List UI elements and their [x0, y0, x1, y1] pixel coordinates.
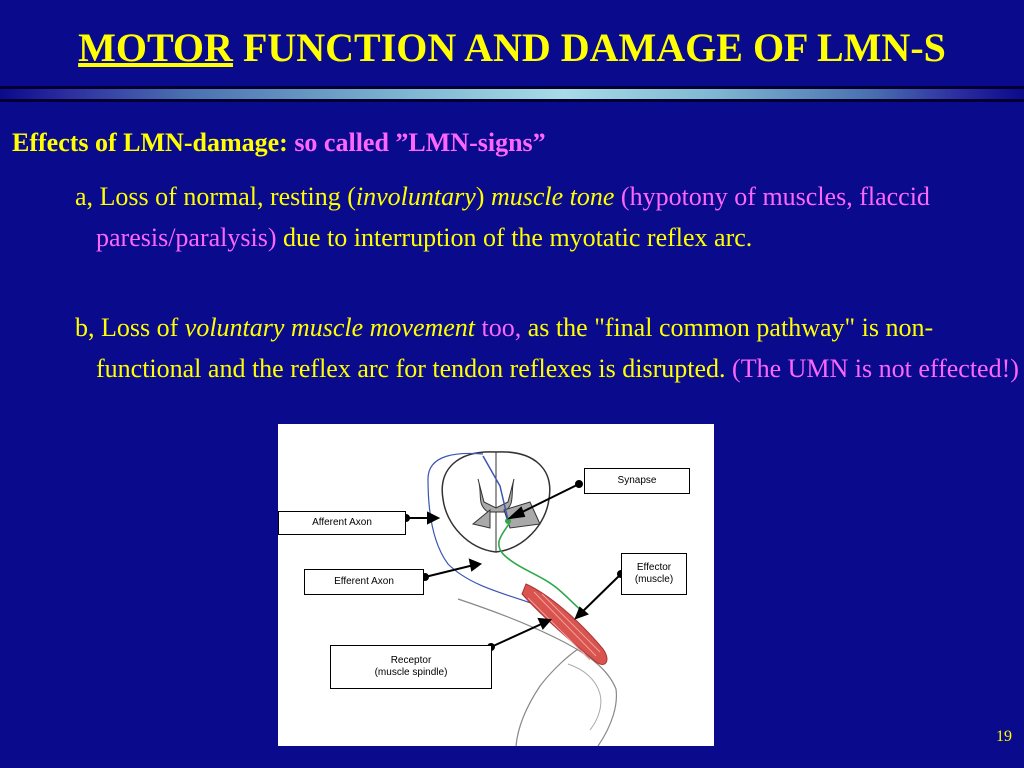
- label-efferent-axon: Efferent Axon: [304, 569, 424, 595]
- ventral-horn-left: [471, 508, 491, 529]
- dorsal-root: [482, 455, 509, 521]
- item-b-text-3: too,: [475, 313, 522, 342]
- slide-title: MOTOR FUNCTION AND DAMAGE OF LMN-S: [0, 28, 1024, 68]
- muscle-shape: [521, 583, 608, 665]
- item-a-text-3: ): [475, 182, 491, 211]
- arrowhead-efferent: [468, 558, 483, 572]
- item-a-text-6: due to interruption of the myotatic refl…: [276, 223, 753, 252]
- page-number: 19: [996, 728, 1012, 745]
- annotation-arrows: [402, 480, 625, 651]
- item-a-text-2: involuntary: [355, 182, 476, 211]
- muscle-fibers: [527, 591, 601, 661]
- item-a-text-5: (hypotony of muscles, flaccid paresis/pa…: [96, 182, 930, 252]
- label-afferent-axon: Afferent Axon: [278, 511, 406, 535]
- arrowhead-receptor: [537, 617, 553, 630]
- section-heading: Effects of LMN-damage: so called ”LMN-si…: [12, 128, 546, 158]
- title-rest: FUNCTION AND DAMAGE OF LMN-S: [232, 25, 946, 70]
- efferent-pathway: [498, 521, 587, 615]
- label-receptor: Receptor (muscle spindle): [330, 645, 492, 689]
- arrow-efferent: [424, 563, 479, 578]
- item-b-text-2: voluntary muscle movement: [184, 313, 476, 342]
- item-b-text-5: (The UMN is not effected!): [725, 354, 1019, 383]
- afferent-pathway: [427, 452, 579, 625]
- bullet-item-a: a, Loss of normal, resting (involuntary)…: [75, 176, 1024, 258]
- title-underlined-word: MOTOR: [78, 25, 233, 70]
- item-b-text-1: b, Loss of: [75, 313, 185, 342]
- arrow-effector: [577, 573, 622, 617]
- reflex-arc-illustration: [402, 451, 625, 746]
- label-effector: Effector (muscle): [621, 553, 687, 595]
- heading-sub: so called ”LMN-signs”: [287, 128, 546, 157]
- knee-outline: [567, 663, 602, 731]
- heading-main: Effects of LMN-damage:: [12, 128, 288, 157]
- arrow-receptor: [490, 620, 549, 648]
- arrowhead-afferent: [427, 511, 441, 525]
- item-a-text-1: a, Loss of normal, resting (: [75, 182, 356, 211]
- item-a-text-4: muscle tone: [490, 182, 615, 211]
- synapse-point: [505, 518, 511, 524]
- arrowhead-effector: [574, 606, 589, 620]
- reflex-arc-figure: Synapse Afferent Axon Efferent Axon Effe…: [278, 424, 714, 746]
- title-divider: [0, 86, 1024, 102]
- arrow-dot-synapse: [575, 480, 583, 488]
- arrowhead-synapse: [506, 506, 526, 520]
- leg-outline-lower: [515, 648, 579, 746]
- bullet-item-b: b, Loss of voluntary muscle movement too…: [75, 307, 1024, 389]
- item-b-text-4: as the "final common pathway" is non-fun…: [96, 313, 934, 383]
- label-synapse: Synapse: [584, 468, 690, 494]
